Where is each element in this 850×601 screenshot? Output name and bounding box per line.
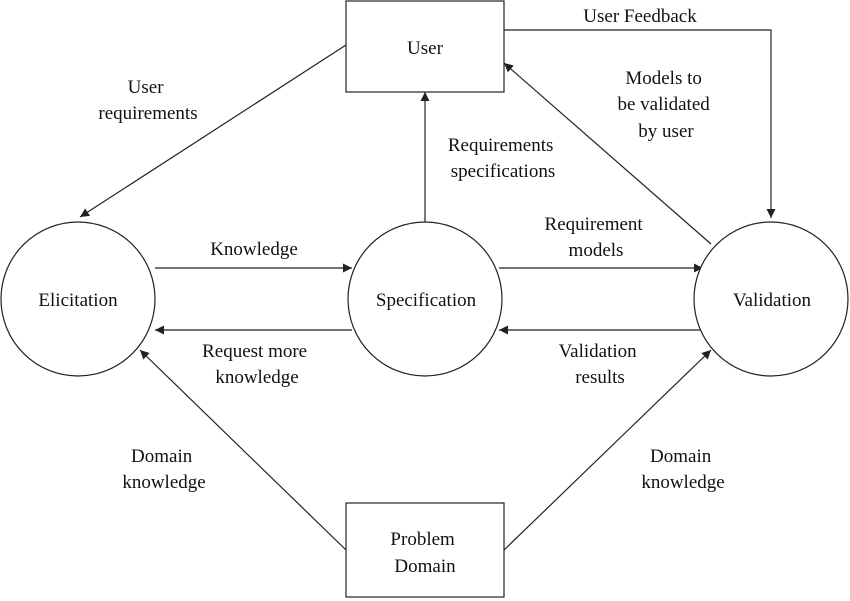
user-label: User [407,38,444,59]
edge-validation-to-user [503,62,712,245]
request-more-knowledge-label: Request more knowledge [202,341,312,388]
domain-knowledge-right-label: Domain knowledge [641,446,724,493]
specification-label: Specification [376,290,477,311]
knowledge-label: Knowledge [210,239,298,260]
problem-domain-box [345,502,505,598]
edge-domain-to-validation [503,349,712,551]
elicitation-circle [0,221,156,377]
user-requirements-label: User requirements [98,77,197,124]
requirements-specifications-label: Requirements specifications [448,135,558,182]
problem-domain-label: Problem Domain [390,529,459,577]
requirement-models-label: Requirement models [545,214,648,261]
edge-domain-to-elicitation [139,349,347,551]
specification-circle [347,221,503,377]
validation-results-label: Validation results [559,341,642,388]
edge-user-to-elicitation [79,44,347,218]
elicitation-label: Elicitation [38,290,118,311]
models-to-be-validated-label: Models to be validated by user [617,68,714,142]
validation-circle [693,221,849,377]
user-box [345,0,505,93]
user-feedback-label: User Feedback [583,6,697,27]
domain-knowledge-left-label: Domain knowledge [122,446,205,493]
edge-user-feedback [504,29,776,218]
validation-label: Validation [733,290,812,311]
